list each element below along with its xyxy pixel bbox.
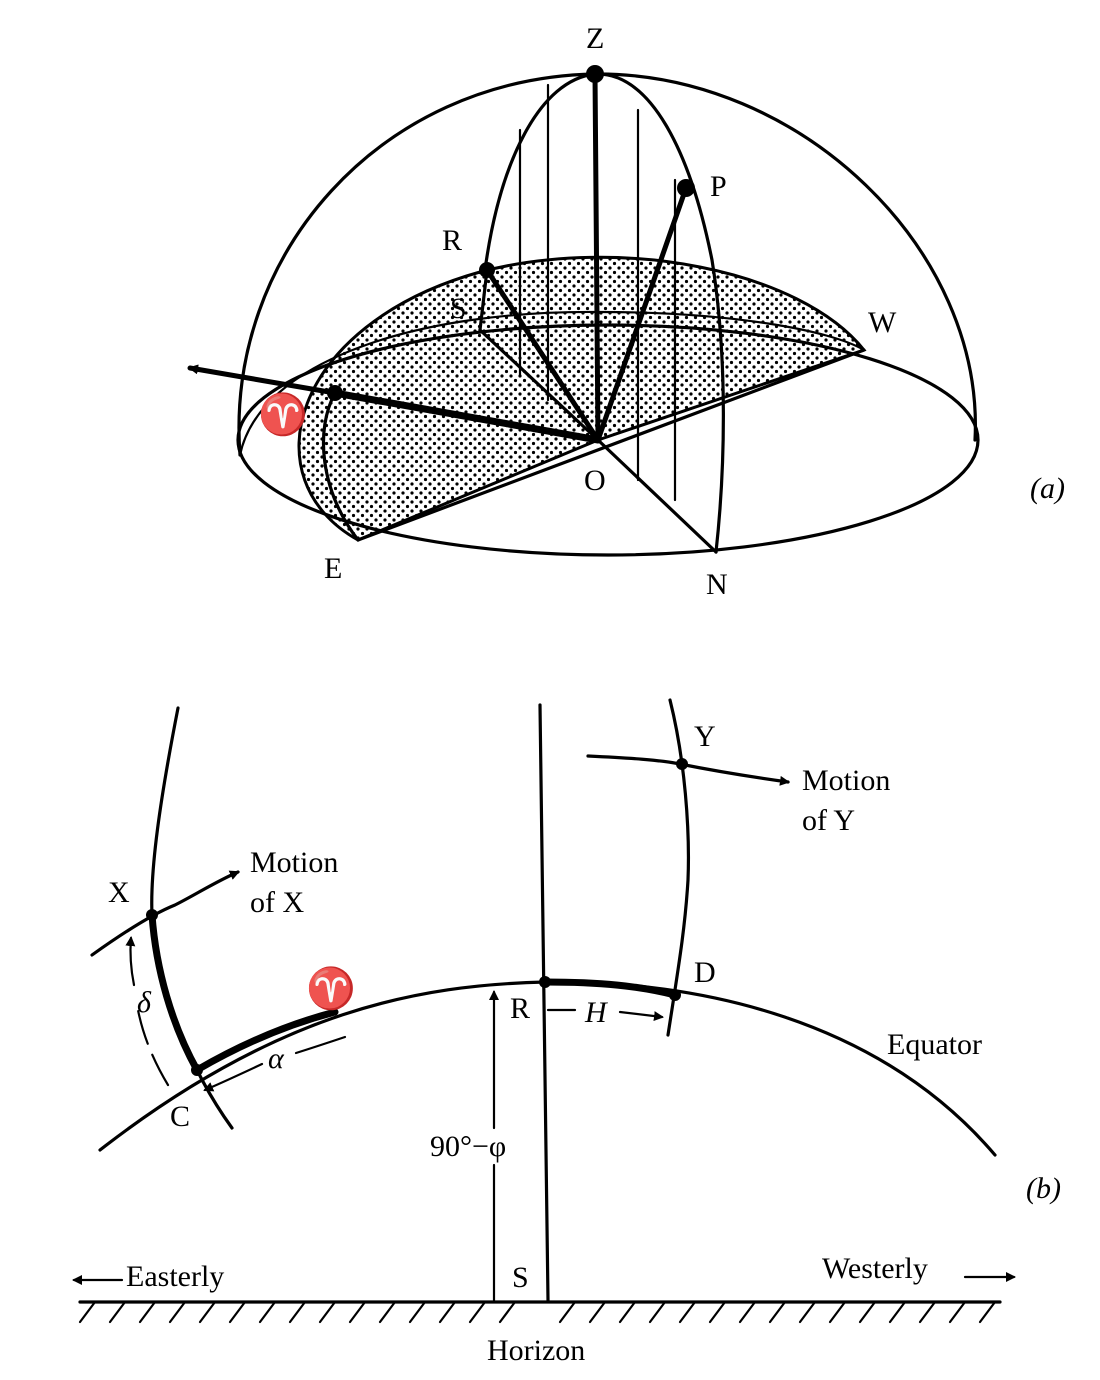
motion-x-path bbox=[90, 870, 240, 957]
d-dot bbox=[669, 989, 681, 1001]
hour-circle-y bbox=[666, 698, 691, 1037]
label-r-b: R bbox=[510, 992, 530, 1025]
figure-a: Z P R S W E N O ♈ (a) bbox=[187, 22, 1065, 601]
r-dot bbox=[479, 262, 495, 278]
hour-angle-segment bbox=[541, 978, 679, 999]
origin-to-vernal-equinox bbox=[331, 389, 602, 444]
label-s: S bbox=[450, 292, 467, 325]
delta-segment bbox=[148, 911, 201, 1074]
horizon-hatching bbox=[78, 1300, 997, 1324]
equator-arc bbox=[98, 980, 997, 1157]
label-vernal-equinox-b: ♈ bbox=[306, 965, 356, 1011]
origin-to-pole bbox=[595, 185, 689, 443]
label-horizon: Horizon bbox=[487, 1334, 585, 1367]
label-north: N bbox=[706, 568, 728, 601]
label-s-b: S bbox=[512, 1261, 529, 1294]
meridian-line bbox=[538, 703, 550, 1302]
motion-y-path bbox=[586, 754, 790, 786]
c-dot bbox=[191, 1064, 203, 1076]
equinox-hour-circle bbox=[321, 391, 360, 542]
label-motion-x-1: Motion bbox=[250, 846, 338, 879]
label-colatitude: 90°−φ bbox=[430, 1130, 506, 1163]
label-delta: δ bbox=[137, 986, 152, 1019]
delta-arrow-lower bbox=[136, 1008, 170, 1087]
label-r: R bbox=[442, 224, 462, 257]
label-hour-angle: H bbox=[584, 996, 609, 1029]
zenith-to-origin bbox=[592, 71, 601, 443]
label-alpha: α bbox=[268, 1042, 285, 1075]
label-c: C bbox=[170, 1100, 190, 1133]
east-west-line bbox=[356, 348, 866, 542]
y-dot bbox=[676, 758, 688, 770]
vernal-direction-arrow bbox=[187, 364, 338, 396]
x-dot bbox=[146, 909, 158, 921]
label-vernal-equinox-a: ♈ bbox=[258, 391, 308, 437]
meridian-hatching bbox=[518, 83, 677, 502]
zenith-dot bbox=[586, 65, 604, 83]
o-to-north bbox=[596, 438, 718, 554]
label-pole: P bbox=[710, 170, 727, 203]
label-equator: Equator bbox=[887, 1028, 982, 1061]
meridian-arc bbox=[483, 72, 725, 554]
alpha-arrow-right bbox=[294, 1035, 347, 1055]
label-westerly: Westerly bbox=[822, 1252, 928, 1285]
r-dot-b bbox=[539, 976, 551, 988]
pole-dot bbox=[677, 179, 695, 197]
delta-arrow-upper bbox=[125, 936, 136, 987]
alpha-segment bbox=[193, 1008, 339, 1074]
label-zenith: Z bbox=[586, 22, 604, 55]
label-east: E bbox=[324, 552, 342, 585]
label-motion-x-2: of X bbox=[250, 886, 304, 919]
label-d: D bbox=[694, 956, 716, 989]
hour-angle-arrow-right bbox=[618, 1010, 664, 1022]
s-to-origin bbox=[478, 328, 600, 442]
r-to-s bbox=[478, 268, 489, 332]
panel-label-b: (b) bbox=[1026, 1172, 1061, 1205]
label-motion-y-2: of Y bbox=[802, 804, 855, 837]
label-star-x: X bbox=[108, 876, 130, 909]
origin-to-r bbox=[484, 267, 601, 443]
vernal-dot bbox=[327, 385, 343, 401]
label-star-y: Y bbox=[694, 720, 716, 753]
label-west: W bbox=[868, 306, 897, 339]
label-easterly: Easterly bbox=[126, 1260, 224, 1293]
label-origin: O bbox=[584, 464, 606, 497]
figure-b: X Y Motion of X Motion of Y ♈ C D R S δ … bbox=[72, 698, 1061, 1367]
alpha-arrow-left bbox=[203, 1062, 264, 1092]
label-motion-y-1: Motion bbox=[802, 764, 890, 797]
panel-label-a: (a) bbox=[1030, 472, 1065, 505]
